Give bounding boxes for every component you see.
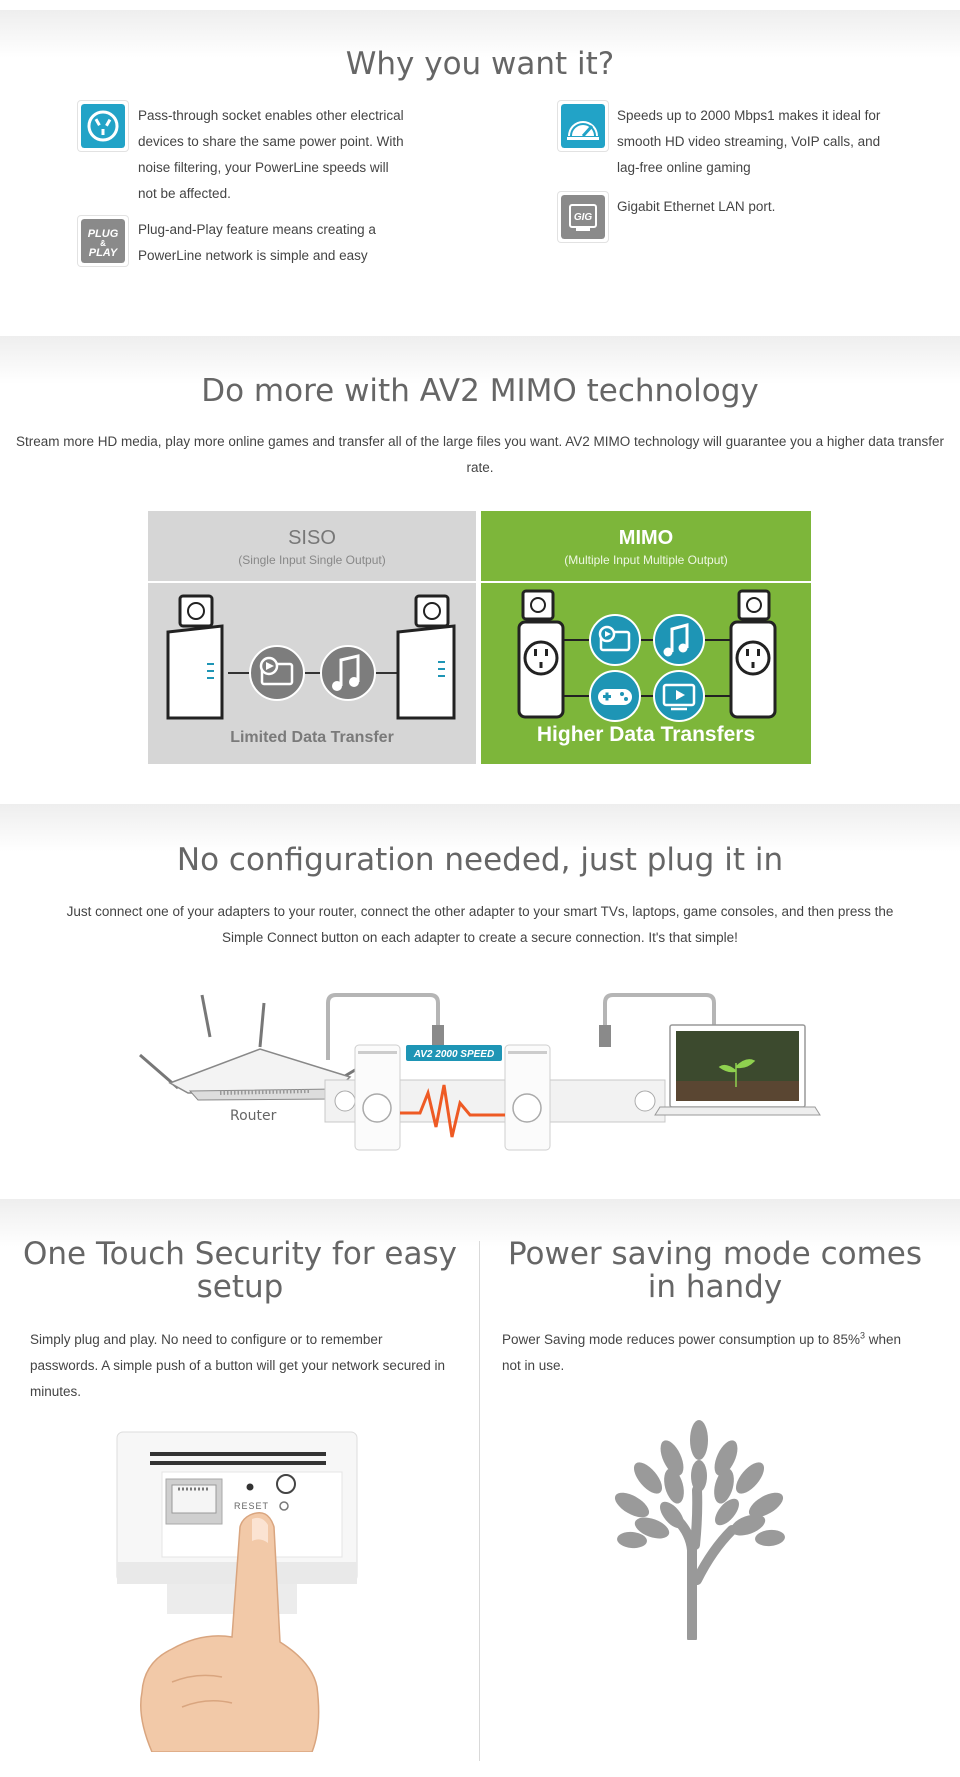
why-title: Why you want it?	[345, 46, 615, 82]
laptop-icon	[654, 1024, 821, 1116]
gamepad-icon	[589, 670, 641, 722]
column-divider	[479, 1241, 480, 1761]
security-description: Simply plug and play. No need to configu…	[30, 1332, 445, 1399]
adapter-left	[517, 589, 565, 719]
plug-and-play-icon: PLUG & PLAY	[78, 216, 128, 266]
panel-divider	[481, 581, 811, 583]
router-label: Router	[230, 1108, 277, 1124]
feature-speed-text: Speeds up to 2000 Mbps1 makes it ideal f…	[617, 108, 881, 175]
adapter-left	[354, 1044, 401, 1151]
power-description: Power Saving mode reduces power consumpt…	[502, 1330, 902, 1373]
feature-socket-text: Pass-through socket enables other electr…	[138, 108, 404, 201]
security-title: One Touch Security for easy setup	[23, 1236, 457, 1305]
setup-illustration: Router AV2 2000 SPEED	[139, 993, 821, 1151]
tv-icon	[653, 670, 705, 722]
adapter-right	[729, 589, 777, 719]
mimo-subtitle: (Multiple Input Multiple Output)	[564, 553, 728, 567]
gigabit-port-icon: GIG	[558, 192, 608, 242]
feature-gigabit-text: Gigabit Ethernet LAN port.	[617, 199, 776, 214]
adapter-left	[166, 594, 224, 720]
svg-text:&: &	[100, 239, 106, 248]
music-icon	[653, 614, 705, 666]
section-divider	[0, 1199, 960, 1247]
video-icon	[249, 645, 305, 701]
reset-label: RESET	[234, 1501, 269, 1511]
tree-icon	[614, 1420, 785, 1640]
panel-divider	[148, 581, 476, 583]
music-icon	[320, 645, 376, 701]
adapter-right	[396, 594, 456, 720]
svg-text:PLAY: PLAY	[89, 247, 119, 259]
svg-text:GIG: GIG	[574, 212, 593, 223]
siso-panel: SISO (Single Input Single Output)	[148, 511, 476, 764]
mimo-panel-title: MIMO	[618, 527, 674, 549]
mimo-title: Do more with AV2 MIMO technology	[201, 373, 759, 409]
power-title: Power saving mode comes in handy	[507, 1236, 923, 1305]
mimo-caption: Higher Data Transfers	[536, 723, 756, 746]
siso-diagram	[166, 594, 456, 720]
siso-subtitle: (Single Input Single Output)	[238, 553, 386, 567]
svg-text:PLUG: PLUG	[88, 228, 119, 240]
section-divider	[0, 804, 960, 852]
mimo-panel: MIMO (Multiple Input Multiple Output)	[481, 511, 811, 764]
adapter-right	[504, 1044, 551, 1151]
video-icon	[589, 614, 641, 666]
noconfig-title: No configuration needed, just plug it in	[176, 842, 784, 878]
noconfig-description: Just connect one of your adapters to you…	[66, 904, 894, 945]
reset-button-illustration: RESET	[116, 1431, 358, 1752]
section-divider	[0, 10, 960, 58]
siso-caption: Limited Data Transfer	[230, 729, 394, 746]
speed-badge: AV2 2000 SPEED	[413, 1049, 494, 1060]
section-divider	[0, 336, 960, 384]
feature-plug-and-play-text: Plug-and-Play feature means creating a P…	[138, 222, 376, 263]
mimo-description: Stream more HD media, play more online g…	[16, 434, 944, 475]
mimo-diagram	[517, 589, 777, 722]
socket-icon	[78, 101, 128, 151]
speedometer-icon	[558, 101, 608, 151]
siso-title: SISO	[288, 527, 336, 549]
